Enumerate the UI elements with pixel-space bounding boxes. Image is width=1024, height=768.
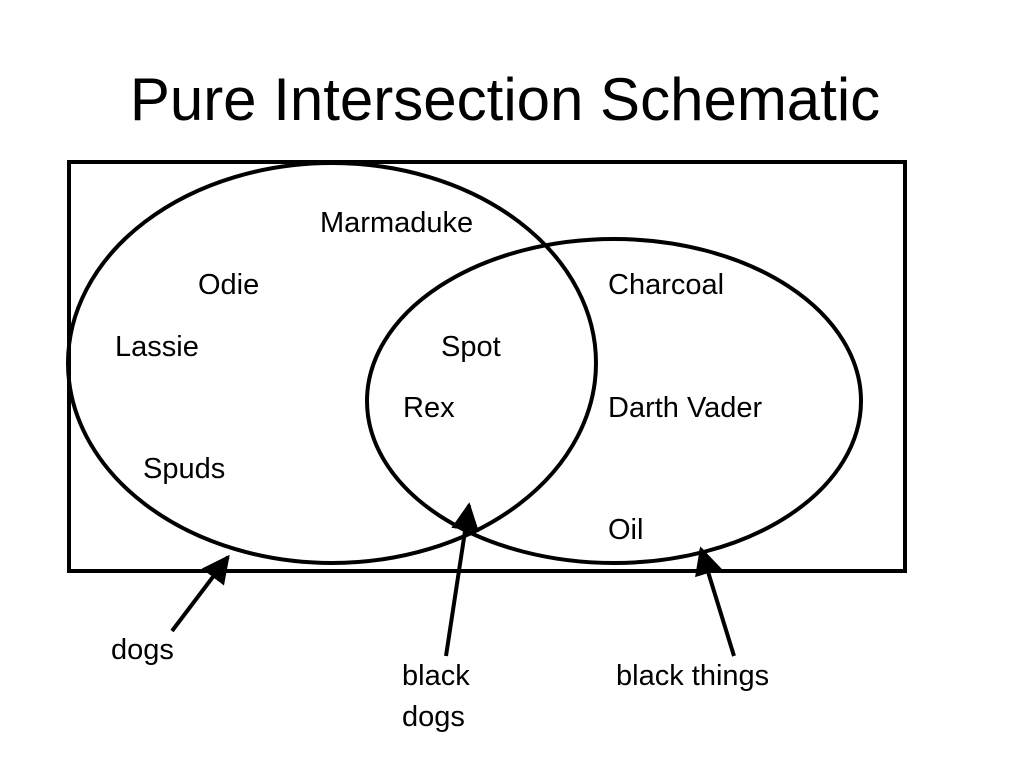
black-things-circle [365, 237, 863, 565]
page-title: Pure Intersection Schematic [129, 66, 881, 133]
black-things-label: black things [616, 660, 770, 692]
item-rex: Rex [403, 392, 455, 424]
item-oil: Oil [608, 514, 644, 546]
item-charcoal: Charcoal [608, 269, 725, 301]
item-darth-vader: Darth Vader [608, 392, 763, 424]
item-marmaduke: Marmaduke [320, 207, 474, 239]
black-dogs-arrow [444, 502, 480, 657]
black-dogs-label-line2: dogs [402, 701, 465, 733]
black-things-arrow [695, 546, 736, 657]
item-odie: Odie [198, 269, 260, 301]
item-lassie: Lassie [115, 331, 199, 363]
universe-rectangle [67, 160, 907, 573]
dogs-circle [66, 161, 598, 565]
black-dogs-label-line1: black [402, 660, 470, 692]
item-spuds: Spuds [143, 453, 226, 485]
dogs-arrow [170, 554, 230, 633]
dogs-label: dogs [111, 634, 174, 666]
item-spot: Spot [441, 331, 501, 363]
